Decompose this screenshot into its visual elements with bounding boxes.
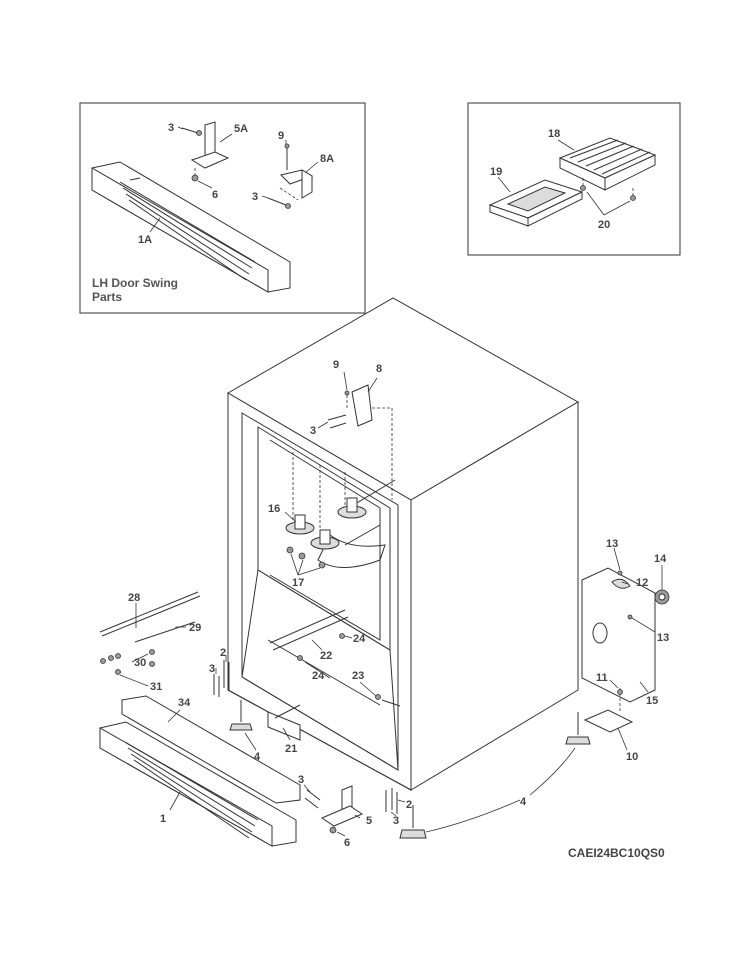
slide-rails-21-22-drawing	[267, 609, 401, 741]
callout-5: 5	[366, 815, 372, 827]
leveling-legs-4-drawing	[229, 700, 591, 839]
rear-panel-15-drawing	[581, 567, 670, 703]
callout-3: 3	[310, 425, 316, 437]
shelf-supports-16-drawing	[285, 452, 367, 569]
callout-34: 34	[178, 697, 191, 709]
callout-16: 16	[268, 503, 280, 515]
callout-12: 12	[636, 577, 648, 589]
screw-3-lower-drawing	[267, 197, 291, 209]
callout-1: 1	[160, 813, 166, 825]
callout-5a: 5A	[234, 123, 248, 135]
callout-29: 29	[189, 622, 201, 634]
callout-3: 3	[298, 774, 304, 786]
callout-11: 11	[596, 672, 608, 684]
callout-31: 31	[150, 681, 162, 693]
callout-21: 21	[285, 743, 297, 755]
hinge-5a-drawing	[190, 121, 230, 182]
callout-18: 18	[548, 128, 560, 140]
callout-3: 3	[393, 815, 399, 827]
callout-8a: 8A	[320, 153, 334, 165]
grille-1a-drawing	[91, 161, 291, 293]
callout-1a: 1A	[138, 234, 152, 246]
inset-caption-line1: LH Door Swing	[92, 276, 178, 290]
diagram-code: CAEI24BC10QS0	[568, 846, 665, 860]
callout-30: 30	[134, 657, 146, 669]
inset-frame-right	[467, 102, 681, 256]
inset-lh-door-swing: 3 5A 9 8A 6 3 1A LH Door Swing Parts	[79, 102, 366, 314]
callout-23: 23	[352, 670, 364, 682]
callout-24: 24	[353, 633, 366, 645]
callout-2: 2	[406, 799, 412, 811]
cables-28-29-drawing	[99, 591, 201, 675]
callout-8: 8	[376, 363, 382, 375]
callout-4: 4	[520, 796, 527, 808]
inset-shelf-parts: 18 19 20	[467, 102, 681, 256]
callout-10: 10	[626, 751, 638, 763]
callout-9: 9	[278, 130, 284, 142]
callout-6: 6	[212, 189, 218, 201]
callout-19: 19	[490, 166, 502, 178]
callout-22: 22	[320, 650, 332, 662]
callout-3: 3	[252, 191, 258, 203]
callout-15: 15	[646, 695, 658, 707]
left-screws-2-3-drawing	[213, 660, 230, 697]
inset-caption-line2: Parts	[92, 290, 122, 304]
callout-13: 13	[606, 538, 618, 550]
callout-6: 6	[344, 837, 350, 849]
callout-3: 3	[209, 663, 215, 675]
screw-3-upper-drawing	[181, 127, 202, 136]
callout-24: 24	[312, 670, 325, 682]
cabinet-drawing	[227, 297, 580, 791]
callout-4: 4	[254, 751, 261, 763]
bottom-hinge-5-drawing	[304, 785, 398, 834]
grille-1-drawing	[99, 721, 297, 847]
callout-14: 14	[654, 553, 667, 565]
callout-9: 9	[333, 359, 339, 371]
callout-13: 13	[657, 632, 669, 644]
callout-17: 17	[292, 577, 304, 589]
hinge-8a-drawing	[279, 143, 314, 201]
callout-28: 28	[128, 592, 140, 604]
pad-19-drawing	[488, 179, 584, 227]
top-hinge-8-drawing	[327, 384, 393, 500]
toe-plate-34-drawing	[121, 695, 301, 804]
callout-2: 2	[220, 647, 226, 659]
callout-20: 20	[598, 219, 610, 231]
callout-3: 3	[168, 122, 174, 134]
wire-tray-18-drawing	[558, 137, 657, 191]
bracket-10-drawing	[583, 688, 634, 733]
inset-frame-left	[79, 102, 366, 314]
